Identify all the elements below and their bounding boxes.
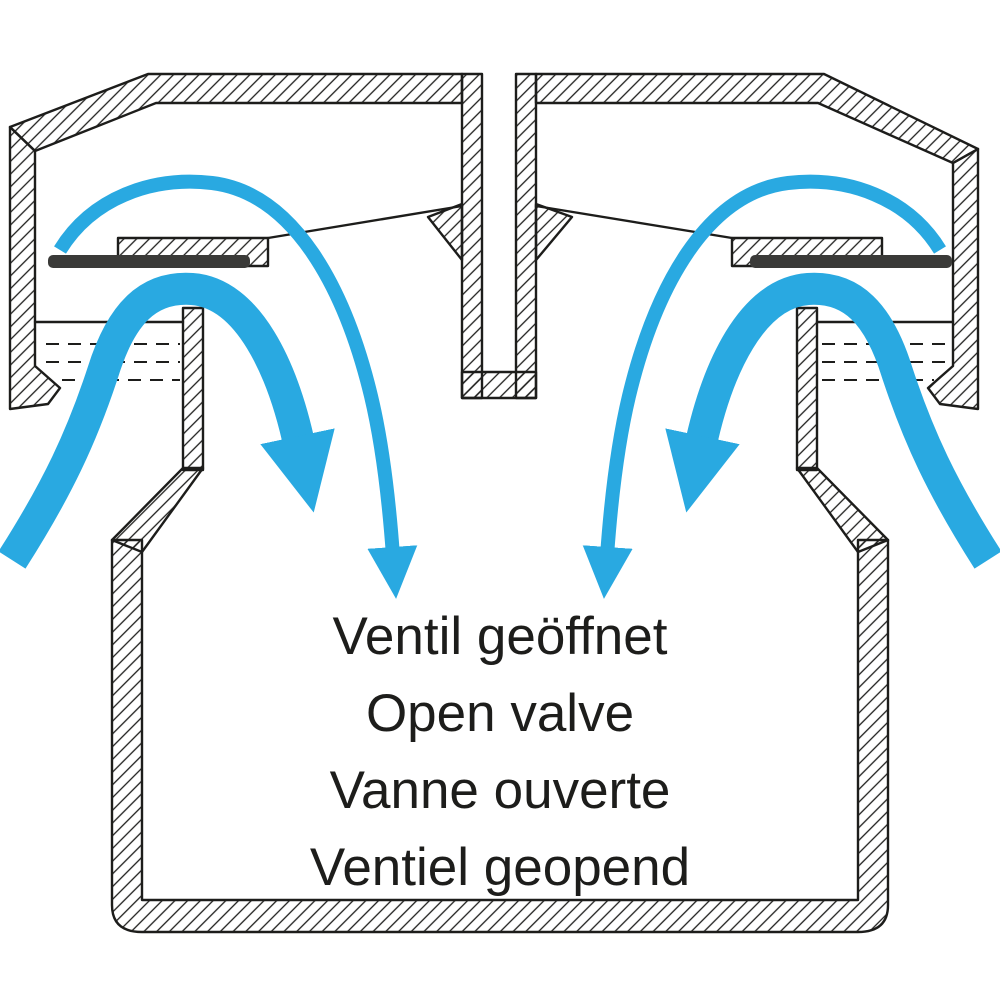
cap-shell [8,72,980,411]
valve-stem [426,72,574,400]
cap-left-wall [8,125,62,411]
cap-top-band-left [8,72,464,153]
container-neck [110,306,890,554]
cap-right-wall [926,147,980,411]
neck-wall-left [181,306,205,472]
rubber-seals [48,255,952,268]
seal-right [750,255,952,268]
airflow-arrow-inner-right-icon [582,174,946,599]
airflow-arrow-inner-left-icon [54,174,418,599]
airflow-arrows [0,174,1000,599]
stem-right-bar [514,72,538,400]
container-body [110,538,890,934]
caption-en: Open valve [365,684,635,743]
stem-gusset-left [426,202,464,262]
caption-de: Ventil geöffnet [332,607,668,666]
stem-left-bar [460,72,484,400]
seal-left [48,255,250,268]
airflow-arrow-outer-right-icon [665,272,1000,569]
cap-top-band-right [534,72,980,165]
caption-block: Ventil geöffnet Open valve Vanne ouverte… [0,598,1000,906]
airflow-arrow-outer-left-icon [0,272,335,569]
caption-fr: Vanne ouverte [329,761,671,820]
stem-gusset-right [534,202,574,262]
neck-wall-right [795,306,819,472]
stem-bottom [460,370,538,400]
caption-nl: Ventiel geopend [309,838,691,897]
